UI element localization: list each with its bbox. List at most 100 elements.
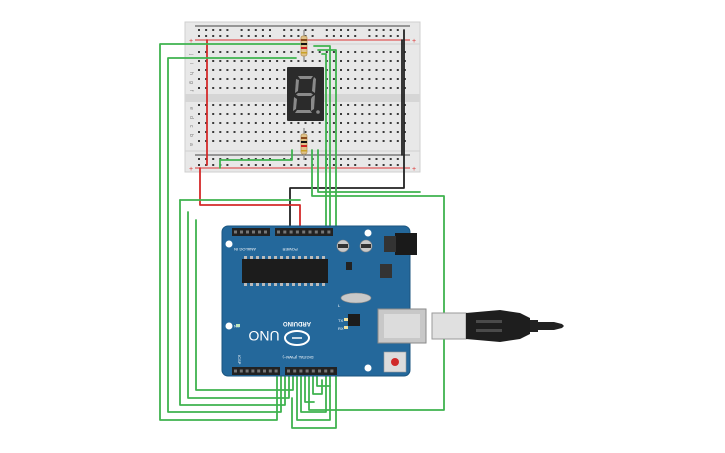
hole xyxy=(219,122,222,124)
hole xyxy=(240,158,243,160)
hole xyxy=(261,140,264,142)
wire-green-8[interactable] xyxy=(296,45,331,421)
hole xyxy=(347,131,350,133)
hole xyxy=(305,369,309,373)
usb-plug-grip xyxy=(476,329,502,332)
usb-cable[interactable] xyxy=(431,310,564,342)
seven-segment-display[interactable] xyxy=(287,67,324,121)
hole xyxy=(361,113,364,115)
mounting-hole xyxy=(364,229,372,237)
hole xyxy=(354,158,357,160)
hole xyxy=(297,140,300,142)
hole xyxy=(198,29,200,31)
usb-cable-end xyxy=(554,322,564,330)
hole xyxy=(269,35,271,37)
wire-green-1[interactable] xyxy=(159,43,301,421)
wire-green-14[interactable] xyxy=(304,371,315,403)
hole xyxy=(212,122,215,124)
wire-green-11[interactable] xyxy=(308,149,445,411)
hole xyxy=(233,60,236,62)
hole xyxy=(389,29,392,31)
hole xyxy=(354,29,357,31)
capacitor-mark xyxy=(361,244,371,248)
hole xyxy=(226,51,229,53)
hole xyxy=(332,29,335,31)
hole xyxy=(269,131,271,133)
hole xyxy=(247,35,250,37)
resistor-band xyxy=(301,150,307,152)
hole xyxy=(198,140,200,142)
hole xyxy=(240,140,243,142)
hole xyxy=(375,104,378,106)
hole xyxy=(212,140,215,142)
hole xyxy=(347,78,350,80)
hole xyxy=(212,104,215,106)
wire-green-10[interactable] xyxy=(300,53,327,413)
hole xyxy=(212,69,215,71)
hole xyxy=(396,158,399,160)
wire-green-3[interactable] xyxy=(219,149,293,169)
hole xyxy=(254,164,257,166)
wire-green-9[interactable] xyxy=(291,49,337,429)
hole xyxy=(382,78,385,80)
digital-header-high[interactable] xyxy=(285,367,337,375)
hole xyxy=(382,158,385,160)
hole xyxy=(226,104,229,106)
hole xyxy=(332,60,335,62)
wire-green-15[interactable] xyxy=(312,371,323,395)
hole xyxy=(354,60,357,62)
hole xyxy=(250,256,253,259)
dc-jack[interactable] xyxy=(395,233,417,255)
hole xyxy=(389,164,392,166)
arduino-uno[interactable]: ANALOG IN POWER ARDUINO UNO xyxy=(221,225,427,377)
wire-black-ground[interactable] xyxy=(289,29,405,233)
resistor-top[interactable] xyxy=(300,30,308,62)
row-letters-top: j i h g f xyxy=(188,53,194,92)
resistor-bottom[interactable] xyxy=(300,128,308,160)
hole xyxy=(361,51,364,53)
hole xyxy=(251,369,255,373)
hole xyxy=(332,51,335,53)
resistor-band xyxy=(301,47,307,49)
hole xyxy=(276,122,279,124)
wire-green-5[interactable] xyxy=(187,211,290,399)
hole xyxy=(322,283,325,286)
analog-header[interactable] xyxy=(232,228,270,236)
hole xyxy=(226,122,229,124)
digital-header-low[interactable] xyxy=(232,367,280,375)
wire-green-4[interactable] xyxy=(179,199,286,406)
hole xyxy=(198,158,200,160)
hole xyxy=(254,29,257,31)
hole xyxy=(198,122,200,124)
reset-button[interactable] xyxy=(391,358,399,366)
hole xyxy=(368,78,371,80)
hole xyxy=(375,140,378,142)
hole xyxy=(340,158,342,160)
hole xyxy=(290,51,293,53)
wire-green-16[interactable] xyxy=(316,371,331,387)
hole xyxy=(226,113,229,115)
hole xyxy=(290,35,293,37)
hole xyxy=(198,104,200,106)
hole xyxy=(276,78,279,80)
hole xyxy=(262,256,265,259)
hole xyxy=(247,113,250,115)
hole xyxy=(287,369,290,373)
hole xyxy=(375,69,378,71)
hole xyxy=(261,131,264,133)
wire-red-5v[interactable] xyxy=(199,167,301,233)
hole xyxy=(233,122,236,124)
wire-green-12[interactable] xyxy=(317,149,421,193)
hole xyxy=(205,29,208,31)
resistor-band xyxy=(301,145,307,147)
hole xyxy=(382,87,385,89)
wires xyxy=(159,29,445,429)
hole xyxy=(212,29,215,31)
breadboard-holes xyxy=(198,29,406,166)
rx-led xyxy=(344,326,348,329)
hole xyxy=(274,256,277,259)
wire-green-6[interactable] xyxy=(195,219,294,391)
hole xyxy=(247,104,250,106)
hole xyxy=(316,256,319,259)
